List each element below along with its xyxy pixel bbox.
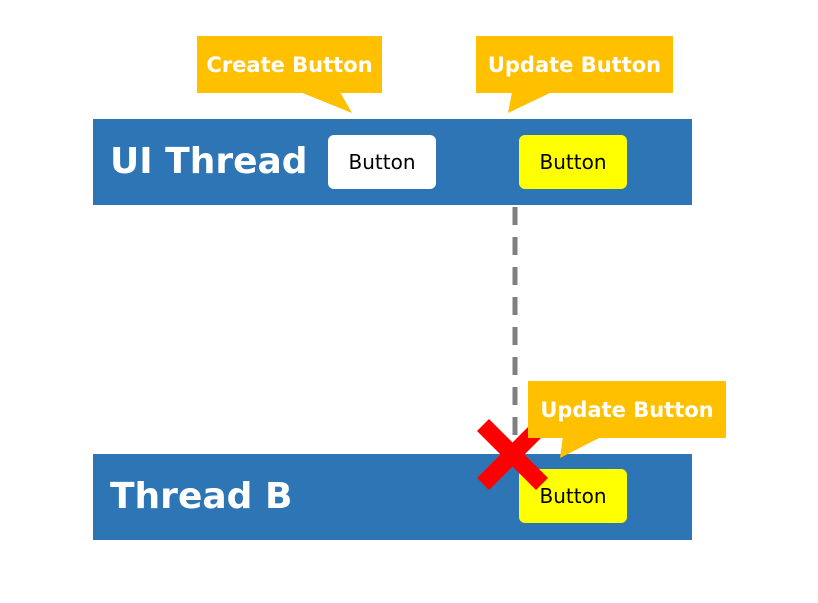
ui-thread-title: UI Thread <box>110 141 308 182</box>
create-callout-tail <box>300 92 352 113</box>
thread-b-title: Thread B <box>110 476 293 517</box>
thread-b-update-callout: Update Button <box>528 381 726 438</box>
ui-thread-updated-button[interactable]: Button <box>519 135 627 189</box>
ui-thread-created-button[interactable]: Button <box>328 135 436 189</box>
update-button-callout: Update Button <box>476 36 673 93</box>
update-callout-tail <box>508 92 552 113</box>
create-button-callout: Create Button <box>197 36 382 93</box>
thread-b-updated-button[interactable]: Button <box>519 469 627 523</box>
